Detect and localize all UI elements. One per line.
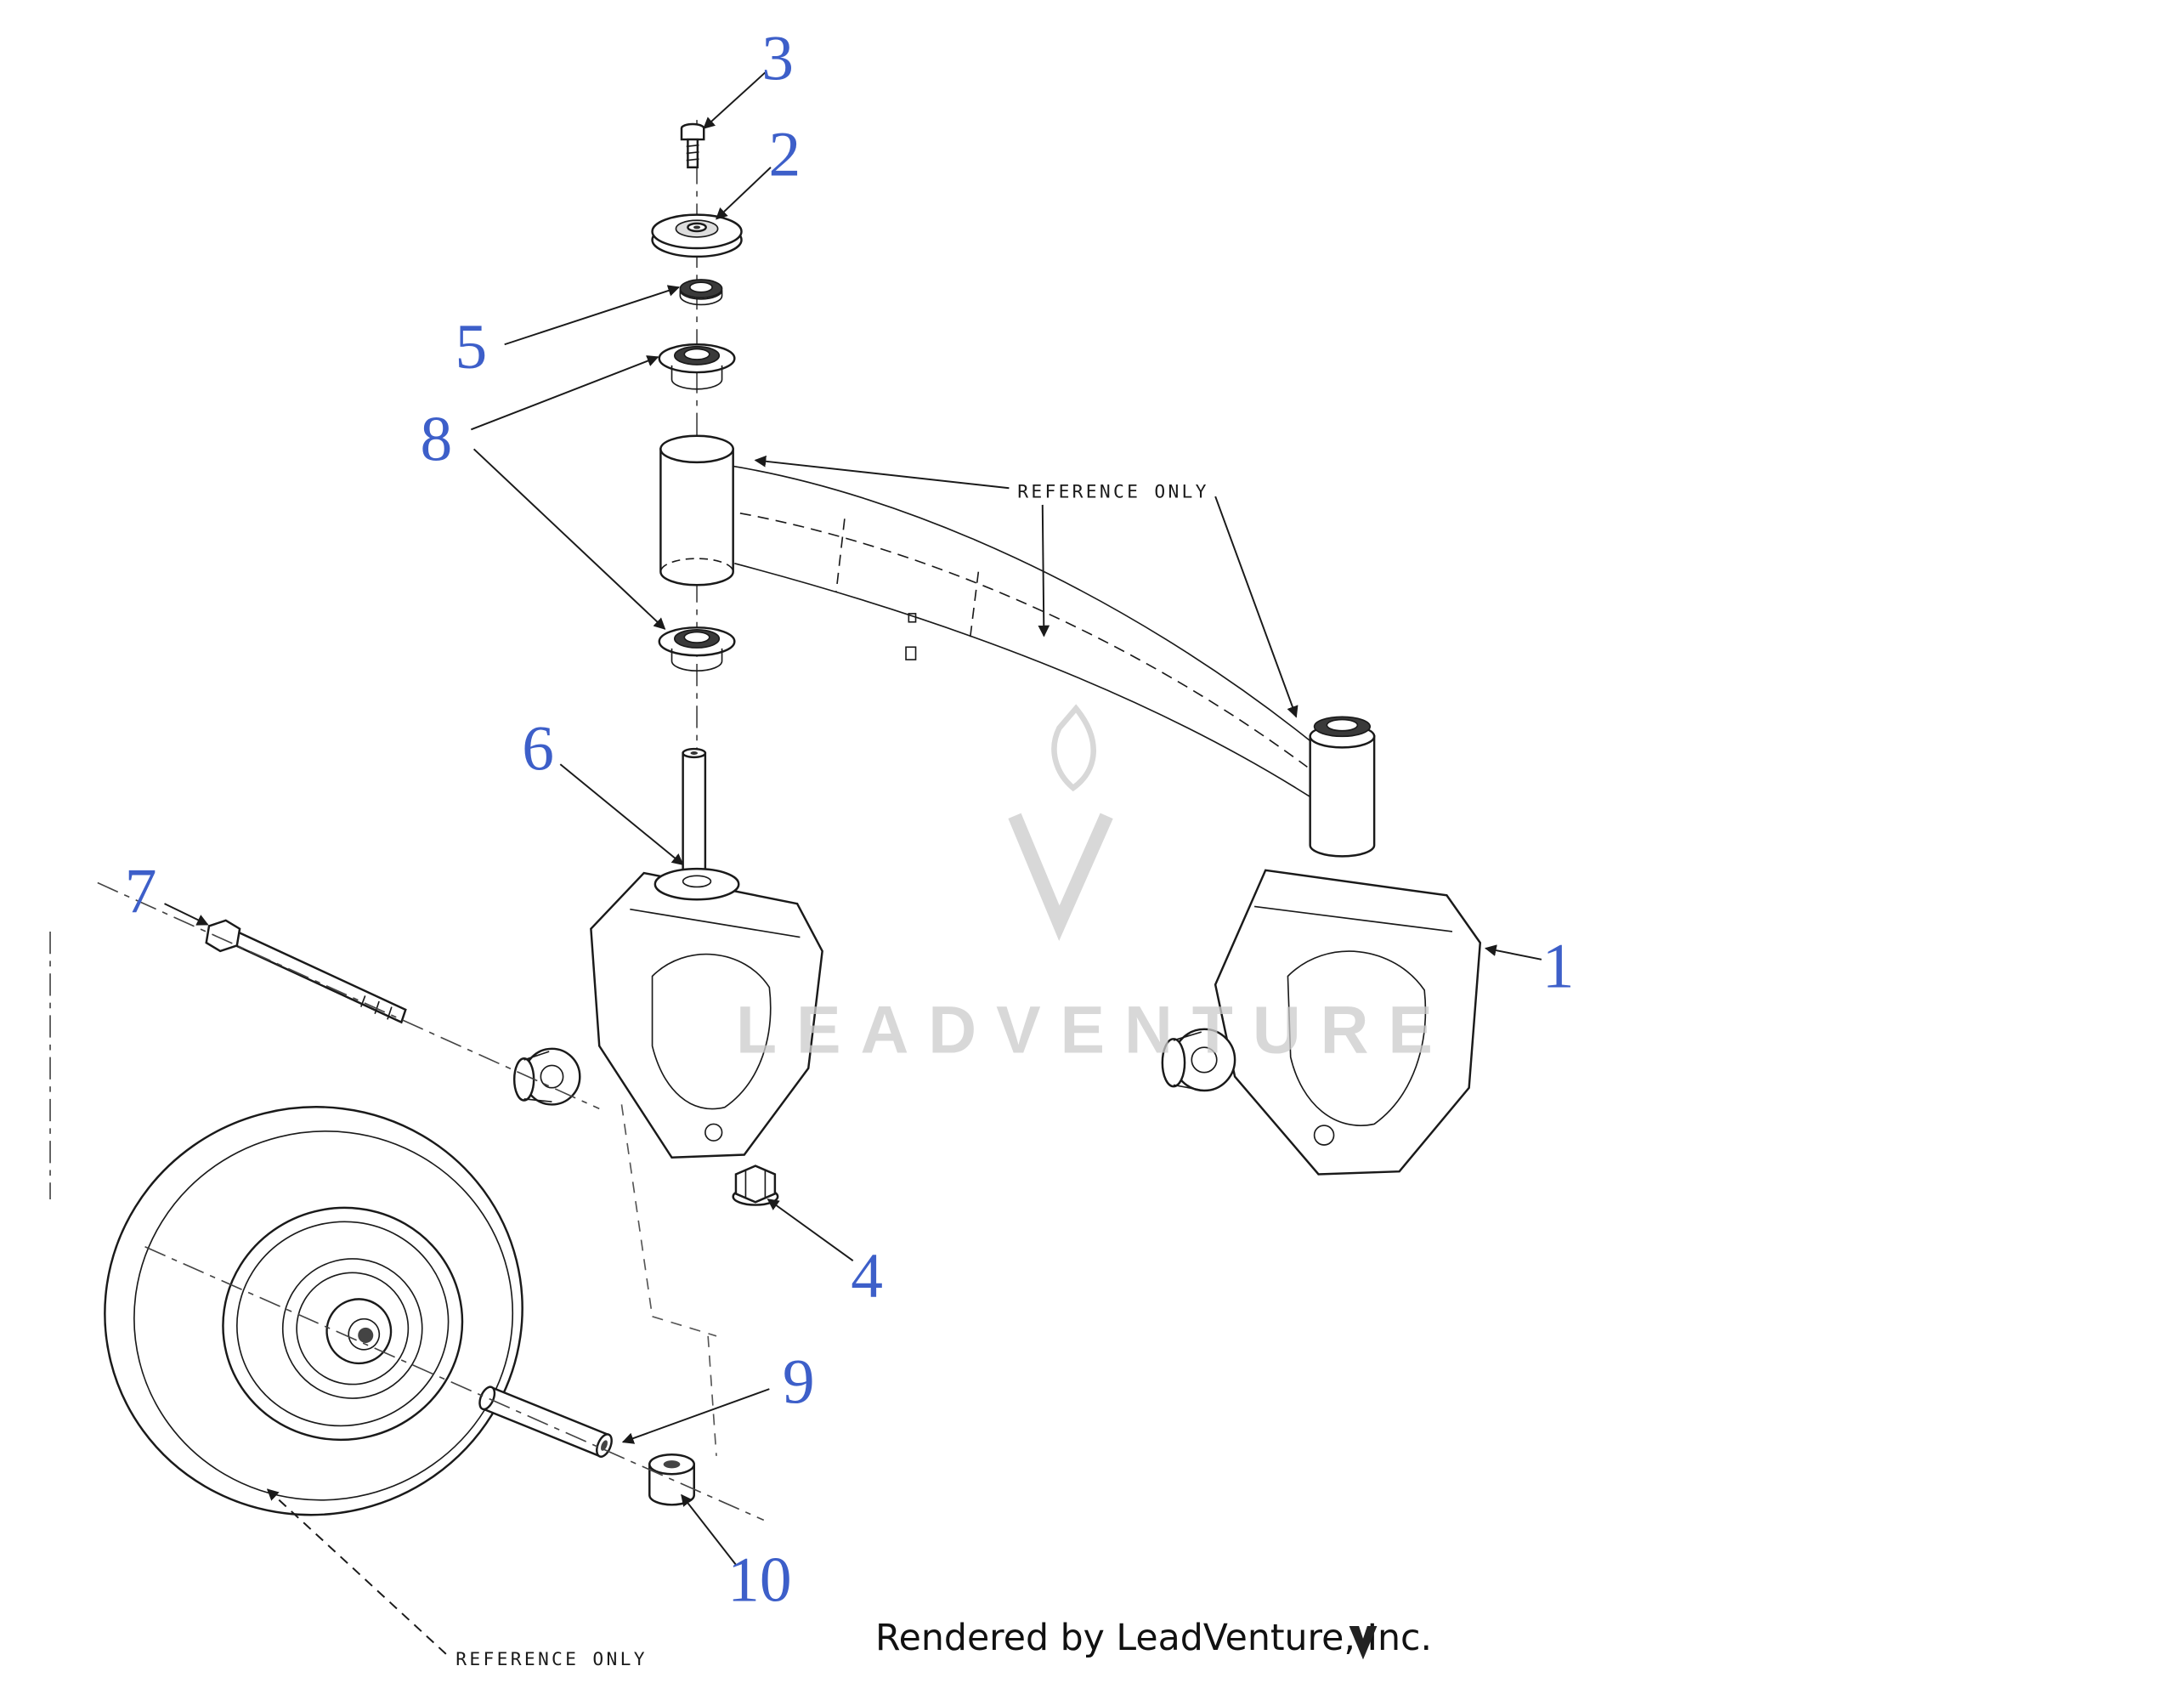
callout-4[interactable]: 4: [851, 1241, 883, 1312]
callout-10[interactable]: 10: [727, 1544, 791, 1615]
reference-only-label-wheel: REFERENCE ONLY: [455, 1649, 648, 1670]
leadventure-logo-mark: [1349, 1626, 1378, 1660]
callout-numbers: 1 2 3 4 5 6 7 8 9 10: [125, 24, 1575, 1616]
callout-9[interactable]: 9: [783, 1347, 815, 1418]
construction-dashed: [620, 1104, 717, 1456]
callout-5[interactable]: 5: [455, 312, 487, 382]
callout-8[interactable]: 8: [420, 404, 452, 474]
leadventure-watermark: LEADVENTURE: [736, 704, 1452, 1068]
part-2-cap-washer: [651, 213, 743, 258]
wheel-assembly: [104, 1106, 523, 1516]
reference-only-label-arm: REFERENCE ONLY: [1017, 482, 1209, 503]
callout-6[interactable]: 6: [522, 714, 554, 785]
callout-1[interactable]: 1: [1542, 932, 1575, 1002]
part-5-bushing: [679, 279, 723, 306]
part-8-bearing-upper: [658, 343, 736, 390]
callout-3[interactable]: 3: [761, 24, 794, 94]
part-9-axle-pin: [478, 1386, 613, 1458]
part-6-caster-fork-left: [512, 747, 823, 1159]
part-8-bearing-lower: [658, 626, 736, 672]
caster-arm-beam: [659, 434, 1376, 858]
part-4-flange-nut: [732, 1164, 779, 1206]
callout-7[interactable]: 7: [125, 856, 157, 926]
leader-lines: [164, 71, 1542, 1655]
watermark-v-icon: [1008, 813, 1113, 941]
part-7-axle-bolt: [205, 919, 407, 1024]
footer: Rendered by LeadVenture, Inc.: [875, 1617, 1432, 1660]
part-3-bolt: [680, 122, 705, 169]
part-1-caster-bracket-right: [1161, 869, 1482, 1176]
watermark-text: LEADVENTURE: [736, 993, 1452, 1068]
watermark-flame-icon: [1051, 704, 1096, 792]
construction-centerlines: [49, 881, 765, 1522]
callout-2[interactable]: 2: [769, 120, 801, 190]
footer-credit-text: Rendered by LeadVenture, Inc.: [875, 1617, 1432, 1659]
